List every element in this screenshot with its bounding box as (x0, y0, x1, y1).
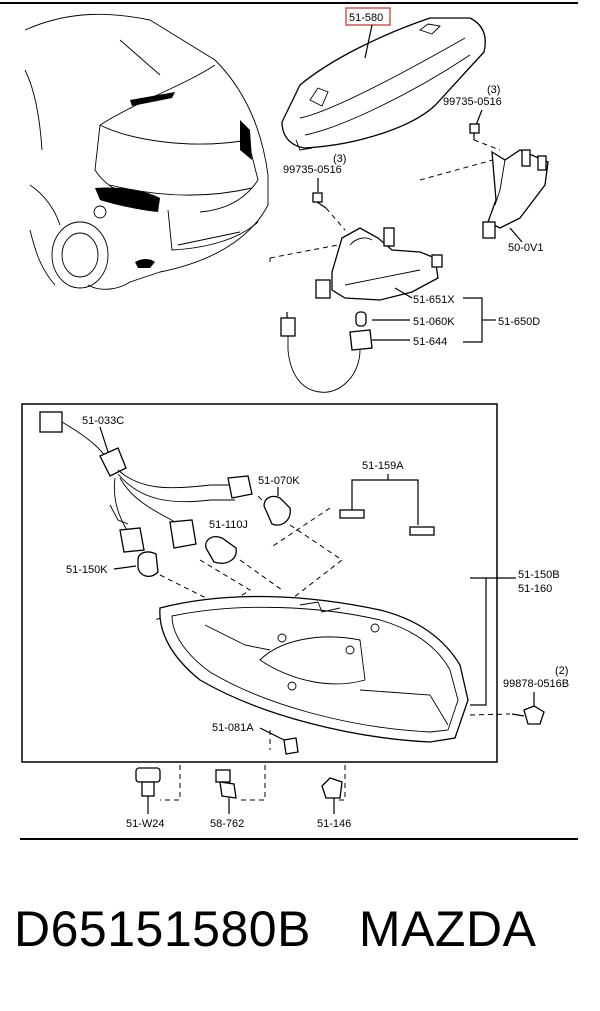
brand-name: MAZDA (358, 901, 537, 957)
label-51-160: 51-160 (518, 583, 552, 595)
section-frame (21, 403, 498, 763)
bulb-51-150k (137, 551, 159, 578)
part-number: D65151580B (14, 901, 311, 957)
label-51-651x: 51-651X (413, 294, 455, 306)
footer: D65151580B MAZDA (14, 900, 594, 970)
clip-51-w24 (135, 767, 161, 797)
label-99878-0516b: 99878-0516B (503, 678, 569, 690)
clip-51-081a (283, 737, 299, 755)
bracket-50-0v1 (482, 149, 549, 239)
bolt-icon-top-left (312, 192, 327, 209)
label-51-650d: 51-650D (498, 316, 540, 328)
label-51-081a: 51-081A (212, 722, 254, 734)
label-51-070k: 51-070K (258, 475, 300, 487)
clip-58-762 (215, 769, 237, 799)
bolt-icon-top-right (469, 123, 480, 140)
label-99735-0516-left: 99735-0516 (283, 164, 342, 176)
label-qty-screw: (2) (555, 665, 568, 677)
label-51-110j: 51-110J (209, 519, 248, 531)
label-99735-0516-right: 99735-0516 (443, 96, 502, 108)
pad-left (339, 509, 365, 519)
label-51-150k: 51-150K (66, 564, 108, 576)
lamp-housing (315, 227, 443, 301)
label-50-0v1: 50-0V1 (508, 242, 543, 254)
label-51-w24: 51-W24 (126, 818, 165, 830)
bulb-51-070k (257, 495, 291, 526)
label-51-060k: 51-060K (413, 316, 455, 328)
label-51-146: 51-146 (317, 818, 351, 830)
wiring-harness (39, 411, 253, 553)
bulb-51-110j (205, 536, 237, 564)
label-58-762: 58-762 (210, 818, 244, 830)
label-51-159a: 51-159A (362, 460, 404, 472)
rear-combination-lamp (159, 595, 469, 743)
label-51-150b: 51-150B (518, 569, 560, 581)
screw-icon (511, 705, 545, 725)
highlight-box (345, 7, 391, 26)
high-mount-stop-lamp (281, 17, 486, 151)
pad-right (409, 526, 435, 536)
label-qty-top-right: (3) (487, 84, 500, 96)
car-rear-illustration (24, 13, 269, 290)
label-51-033c: 51-033C (82, 415, 124, 427)
bulb-socket-assembly (280, 311, 373, 393)
label-qty-top-left: (3) (333, 153, 346, 165)
clip-51-146 (321, 777, 343, 799)
label-51-644: 51-644 (413, 336, 447, 348)
label-51-580: 51-580 (349, 12, 383, 24)
